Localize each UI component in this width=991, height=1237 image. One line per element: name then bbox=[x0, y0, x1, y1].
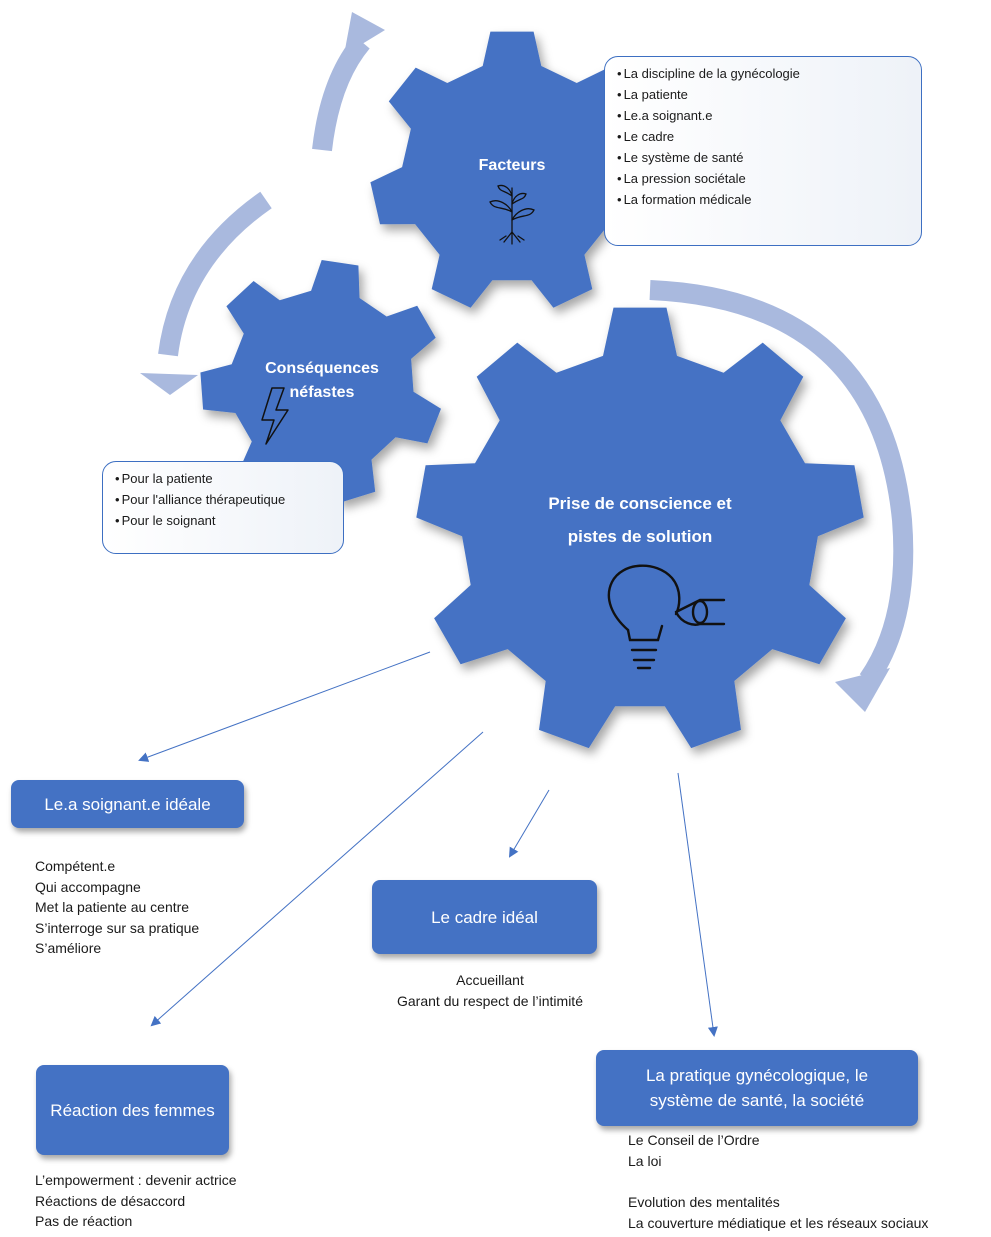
cadre-box: Le cadre idéal bbox=[372, 880, 597, 954]
soignant-title: Le.a soignant.e idéale bbox=[44, 794, 211, 814]
reaction-title: Réaction des femmes bbox=[50, 1100, 215, 1120]
cycle-arrowhead-left bbox=[140, 373, 198, 395]
reaction-items-item: Réactions de désaccord bbox=[35, 1192, 186, 1209]
soignant-items-item: Qui accompagne bbox=[35, 878, 141, 895]
gear-prise bbox=[416, 307, 864, 749]
arrow-to-pratique bbox=[677, 772, 718, 1037]
gear-consequences bbox=[200, 260, 441, 503]
facteurs-list-item: La formation médicale bbox=[617, 189, 913, 210]
arrow-to-cadre bbox=[508, 789, 550, 858]
consequences-callout: Pour la patientePour l'alliance thérapeu… bbox=[102, 461, 344, 554]
cadre-items-item: Accueillant bbox=[456, 972, 524, 988]
connector-arrows bbox=[138, 651, 718, 1037]
consequences-list-item: Pour le soignant bbox=[115, 510, 335, 531]
soignant-items-item: Compétent.e bbox=[35, 858, 116, 874]
gear-consequences-title-line2: néfastes bbox=[290, 384, 355, 401]
soignant-items-item: S’interroge sur sa pratique bbox=[35, 919, 200, 936]
consequences-list-item: Pour l'alliance thérapeutique bbox=[115, 489, 335, 510]
gear-consequences-shape bbox=[200, 260, 441, 503]
pratique-items-b-item: Evolution des mentalités bbox=[628, 1194, 780, 1210]
cycle-arrow-left bbox=[158, 191, 272, 357]
gear-prise-shape bbox=[416, 307, 864, 749]
cadre-items-item: Garant du respect de l’intimité bbox=[397, 992, 583, 1009]
soignant-items-item: Met la patiente au centre bbox=[35, 899, 190, 915]
facteurs-callout: La discipline de la gynécologieLa patien… bbox=[604, 56, 922, 246]
arrow-to-reaction bbox=[150, 731, 484, 1027]
cadre-title: Le cadre idéal bbox=[431, 907, 538, 927]
facteurs-list-item: Le.a soignant.e bbox=[617, 105, 913, 126]
gear-prise-title-line2: pistes de solution bbox=[568, 527, 713, 546]
facteurs-list: La discipline de la gynécologieLa patien… bbox=[617, 63, 913, 210]
gear-facteurs bbox=[370, 31, 654, 308]
pratique-items-b-item: La couverture médiatique et les réseaux … bbox=[628, 1214, 929, 1231]
pratique-items-a: Le Conseil de l’Ordre La loi bbox=[628, 1130, 760, 1171]
cycle-arrowhead-right bbox=[835, 668, 890, 712]
reaction-items-item: L’empowerment : devenir actrice bbox=[35, 1172, 237, 1188]
cycle-arrowhead-top bbox=[344, 12, 385, 55]
gear-facteurs-title: Facteurs bbox=[479, 157, 546, 174]
pratique-box: La pratique gynécologique, le système de… bbox=[596, 1050, 918, 1126]
pratique-items-a-item: La loi bbox=[628, 1152, 662, 1169]
facteurs-list-item: Le cadre bbox=[617, 126, 913, 147]
arrow-to-soignant bbox=[138, 651, 431, 762]
pratique-title: La pratique gynécologique, le système de… bbox=[645, 1066, 869, 1110]
soignant-box: Le.a soignant.e idéale bbox=[11, 780, 244, 828]
soignant-items-item: S’améliore bbox=[35, 940, 102, 956]
gear-prise-title-line1: Prise de conscience et bbox=[548, 494, 732, 513]
pratique-items-b: Evolution des mentalités La couverture mé… bbox=[628, 1192, 928, 1233]
plant-icon bbox=[489, 184, 535, 245]
facteurs-list-item: Le système de santé bbox=[617, 147, 913, 168]
facteurs-list-item: La pression sociétale bbox=[617, 168, 913, 189]
lightning-icon bbox=[261, 387, 289, 445]
facteurs-list-item: La discipline de la gynécologie bbox=[617, 63, 913, 84]
facteurs-list-item: La patiente bbox=[617, 84, 913, 105]
gear-facteurs-shape bbox=[370, 31, 654, 308]
reaction-box: Réaction des femmes bbox=[36, 1065, 229, 1155]
cycle-arrow-right bbox=[649, 280, 914, 686]
lightbulb-icon bbox=[607, 564, 726, 670]
reaction-items-item: Pas de réaction bbox=[35, 1213, 133, 1229]
consequences-list: Pour la patientePour l'alliance thérapeu… bbox=[115, 468, 335, 531]
consequences-list-item: Pour la patiente bbox=[115, 468, 335, 489]
cycle-arrow-top bbox=[312, 35, 370, 152]
gear-consequences-title-line1: Conséquences bbox=[265, 360, 379, 377]
pratique-items-a-item: Le Conseil de l’Ordre bbox=[628, 1132, 760, 1148]
